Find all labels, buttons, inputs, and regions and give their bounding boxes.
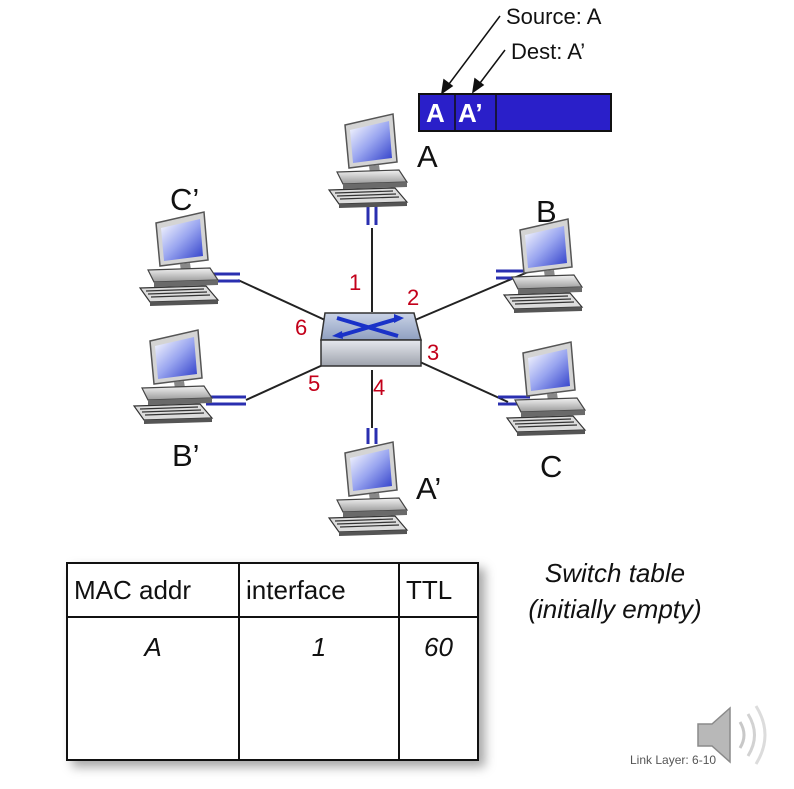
host-label-a: A	[417, 139, 438, 174]
computer-icon	[328, 441, 408, 537]
dest-annotation: Dest: A’	[511, 39, 585, 64]
port-label-2: 2	[407, 285, 419, 310]
column-header-ttl: TTL	[398, 562, 479, 618]
annotation-arrows	[440, 15, 506, 95]
link-b-prime	[245, 363, 326, 401]
port-label-4: 4	[373, 375, 385, 400]
link-c-prime	[237, 279, 326, 321]
cell-ttl: 60	[398, 616, 479, 761]
port-label-6: 6	[295, 315, 307, 340]
host-label-c: C	[540, 449, 562, 484]
port-label-1: 1	[349, 270, 361, 295]
slide-footer: Link Layer: 6-10	[630, 753, 717, 767]
cell-interface: 1	[238, 616, 400, 761]
host-label-b: B	[536, 194, 557, 229]
frame-source-field: A	[426, 98, 445, 128]
table-caption: Switch table (initially empty)	[505, 555, 725, 627]
switch-icon	[320, 312, 422, 367]
port-label-5: 5	[308, 371, 320, 396]
source-annotation: Source: A	[506, 4, 602, 29]
frame-dest-field: A’	[458, 98, 483, 128]
computer-icon	[133, 329, 213, 425]
host-label-b-prime: B’	[172, 438, 200, 473]
speaker-icon[interactable]	[694, 700, 774, 770]
ethernet-frame: A A’	[418, 93, 612, 132]
column-header-mac: MAC addr	[66, 562, 240, 618]
caption-line-1: Switch table	[544, 558, 686, 588]
links	[237, 228, 529, 428]
switch-table: MAC addr interface TTL A 1 60	[66, 562, 479, 761]
host-label-a-prime: A’	[416, 471, 441, 506]
cell-mac: A	[66, 616, 240, 761]
port-label-3: 3	[427, 340, 439, 365]
table-row: A 1 60	[66, 616, 479, 761]
link-b	[414, 271, 529, 321]
column-header-interface: interface	[238, 562, 400, 618]
computer-icon	[506, 341, 586, 437]
link-c	[419, 361, 509, 403]
computer-icon	[328, 113, 408, 209]
host-label-c-prime: C’	[170, 182, 199, 217]
caption-line-2: (initially empty)	[528, 594, 702, 624]
computer-icon	[139, 211, 219, 307]
computer-icon	[503, 218, 583, 314]
